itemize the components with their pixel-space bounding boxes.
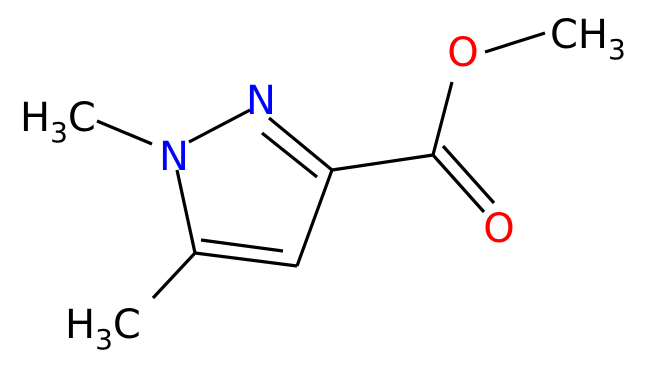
atom-n1: N bbox=[159, 134, 189, 180]
bond-o-ether-methyl bbox=[484, 31, 546, 54]
methyl-label-c5: H3C bbox=[65, 302, 141, 356]
bond-c4-c5-double bbox=[200, 238, 284, 253]
methyl-h: H bbox=[20, 95, 50, 141]
methyl-subscript: 3 bbox=[50, 116, 68, 149]
methyl-subscript: 3 bbox=[95, 323, 113, 356]
bond-n1-methyl bbox=[96, 119, 153, 146]
bond-c4-c5 bbox=[194, 251, 298, 268]
bond-c5-methyl bbox=[151, 251, 197, 300]
methyl-c: C bbox=[113, 302, 141, 348]
bond-ccarbonyl-o-ether bbox=[431, 81, 454, 156]
bond-n2-c3 bbox=[267, 116, 334, 172]
bond-c3-c4 bbox=[295, 169, 334, 267]
bond-ccarbonyl-o-carbonyl bbox=[431, 153, 486, 214]
atom-labels: N N O O H3C H3C CH3 bbox=[20, 12, 626, 356]
methyl-label-ester: CH3 bbox=[550, 12, 626, 66]
methyl-label-n1: H3C bbox=[20, 95, 96, 149]
bond-c3-ccarbonyl bbox=[331, 153, 434, 172]
atom-n2: N bbox=[246, 78, 276, 124]
atom-o-carbonyl: O bbox=[483, 206, 514, 252]
methyl-h: H bbox=[65, 302, 95, 348]
bond-n2-c3-double bbox=[261, 131, 318, 179]
bond-ccarbonyl-o-carbonyl-double bbox=[441, 144, 496, 205]
bond-c5-n1 bbox=[175, 169, 197, 254]
bond-n1-n2 bbox=[188, 108, 251, 144]
methyl-c: C bbox=[68, 95, 96, 141]
atom-o-ether: O bbox=[447, 30, 478, 76]
bonds bbox=[96, 31, 546, 300]
methyl-ch: CH bbox=[550, 12, 608, 58]
methyl-subscript: 3 bbox=[608, 33, 626, 66]
